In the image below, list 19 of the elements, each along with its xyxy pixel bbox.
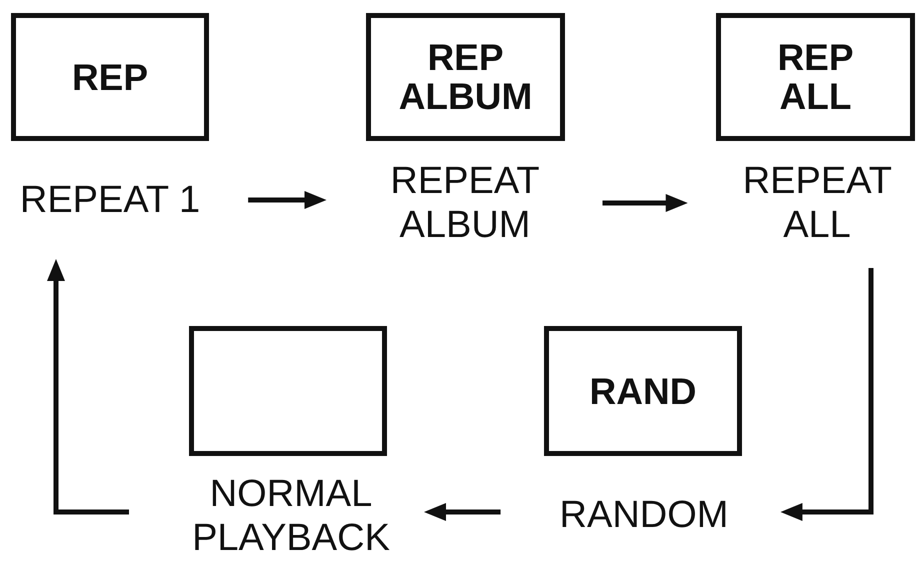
mode-caption: REPEAT ALL — [742, 159, 892, 247]
indicator-text: RAND — [590, 372, 696, 410]
arrow — [248, 191, 326, 209]
arrow — [47, 259, 129, 514]
mode-caption: REPEAT 1 — [20, 178, 200, 222]
mode-caption: NORMAL PLAYBACK — [186, 472, 396, 560]
indicator-box — [189, 326, 387, 456]
mode-caption: REPEAT ALBUM — [382, 159, 548, 247]
arrow — [602, 194, 688, 212]
indicator-box — [716, 13, 915, 141]
arrow — [424, 503, 501, 521]
mode-caption: RANDOM — [560, 493, 728, 537]
indicator-box — [544, 326, 742, 456]
indicator-text: REP ALBUM — [398, 38, 534, 116]
indicator-text: REP — [72, 58, 148, 96]
indicator-text: REP ALL — [776, 38, 855, 116]
arrow — [780, 268, 874, 521]
indicator-box — [11, 13, 209, 141]
indicator-box — [366, 13, 565, 141]
